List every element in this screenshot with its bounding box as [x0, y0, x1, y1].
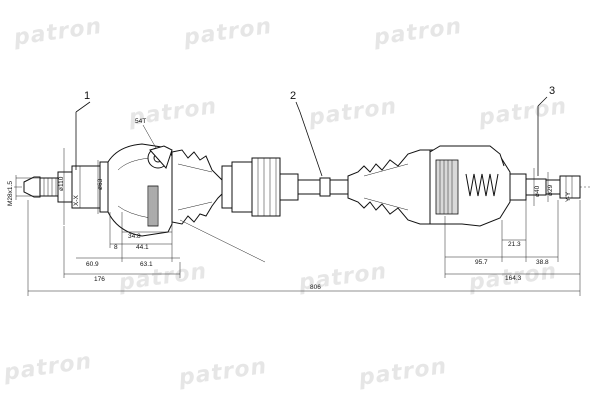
diameter-29-label: ø29 [547, 184, 554, 196]
watermark: patron [306, 94, 398, 131]
right-dimensions: ø40 ø29 Y-Y 21.3 95.7 38.8 164.3 [444, 168, 580, 282]
dim-21-3: 21.3 [508, 241, 521, 248]
left-outer-joint [23, 143, 173, 237]
diameter-40-label: ø40 [534, 185, 541, 197]
watermark: patron [176, 354, 268, 391]
watermark: patron [371, 14, 463, 51]
callout-2: 2 [290, 90, 296, 102]
overall-length-label: 806 [310, 284, 321, 291]
right-boot [347, 149, 431, 225]
watermark-group: patron patron patron patron patron patro… [1, 14, 568, 391]
left-boot [171, 149, 223, 225]
dim-34-8: 34.8 [128, 233, 141, 240]
spring [465, 173, 499, 197]
watermark: patron [356, 354, 448, 391]
watermark: patron [11, 14, 103, 51]
watermark: patron [1, 349, 93, 386]
callout-3: 3 [549, 85, 555, 97]
overall-dimension: 806 [27, 200, 581, 296]
dim-44-1: 44.1 [136, 244, 149, 251]
dim-8: 8 [114, 244, 118, 251]
dim-164-3: 164.3 [505, 275, 522, 282]
watermark: patron [181, 14, 273, 51]
dim-176: 176 [94, 276, 105, 283]
watermark: patron [126, 94, 218, 131]
dim-60-9: 60.9 [86, 261, 99, 268]
x-x-label: X-X [73, 195, 80, 207]
right-inner-joint [429, 145, 581, 227]
middle-shaft [297, 177, 349, 197]
spline-teeth-label: 54T [135, 118, 146, 125]
thread-label: M28x1.5 [7, 181, 14, 206]
dim-95-7: 95.7 [475, 259, 488, 266]
callouts: 1 2 3 [75, 85, 555, 177]
abs-ring [147, 185, 159, 227]
diameter-110-label: ø110 [58, 176, 65, 191]
dim-63-1: 63.1 [140, 261, 153, 268]
y-y-label: Y-Y [565, 191, 572, 202]
diameter-63-label: ø63 [97, 178, 104, 190]
watermark: patron [476, 94, 568, 131]
callout-1: 1 [84, 90, 90, 102]
dim-38-8: 38.8 [536, 259, 549, 266]
watermark: patron [116, 259, 208, 296]
left-dimensions: M28x1.5 ø110 X-X ø63 54T 34.8 8 44.1 60.… [7, 118, 266, 283]
shaft-damper [221, 157, 299, 217]
